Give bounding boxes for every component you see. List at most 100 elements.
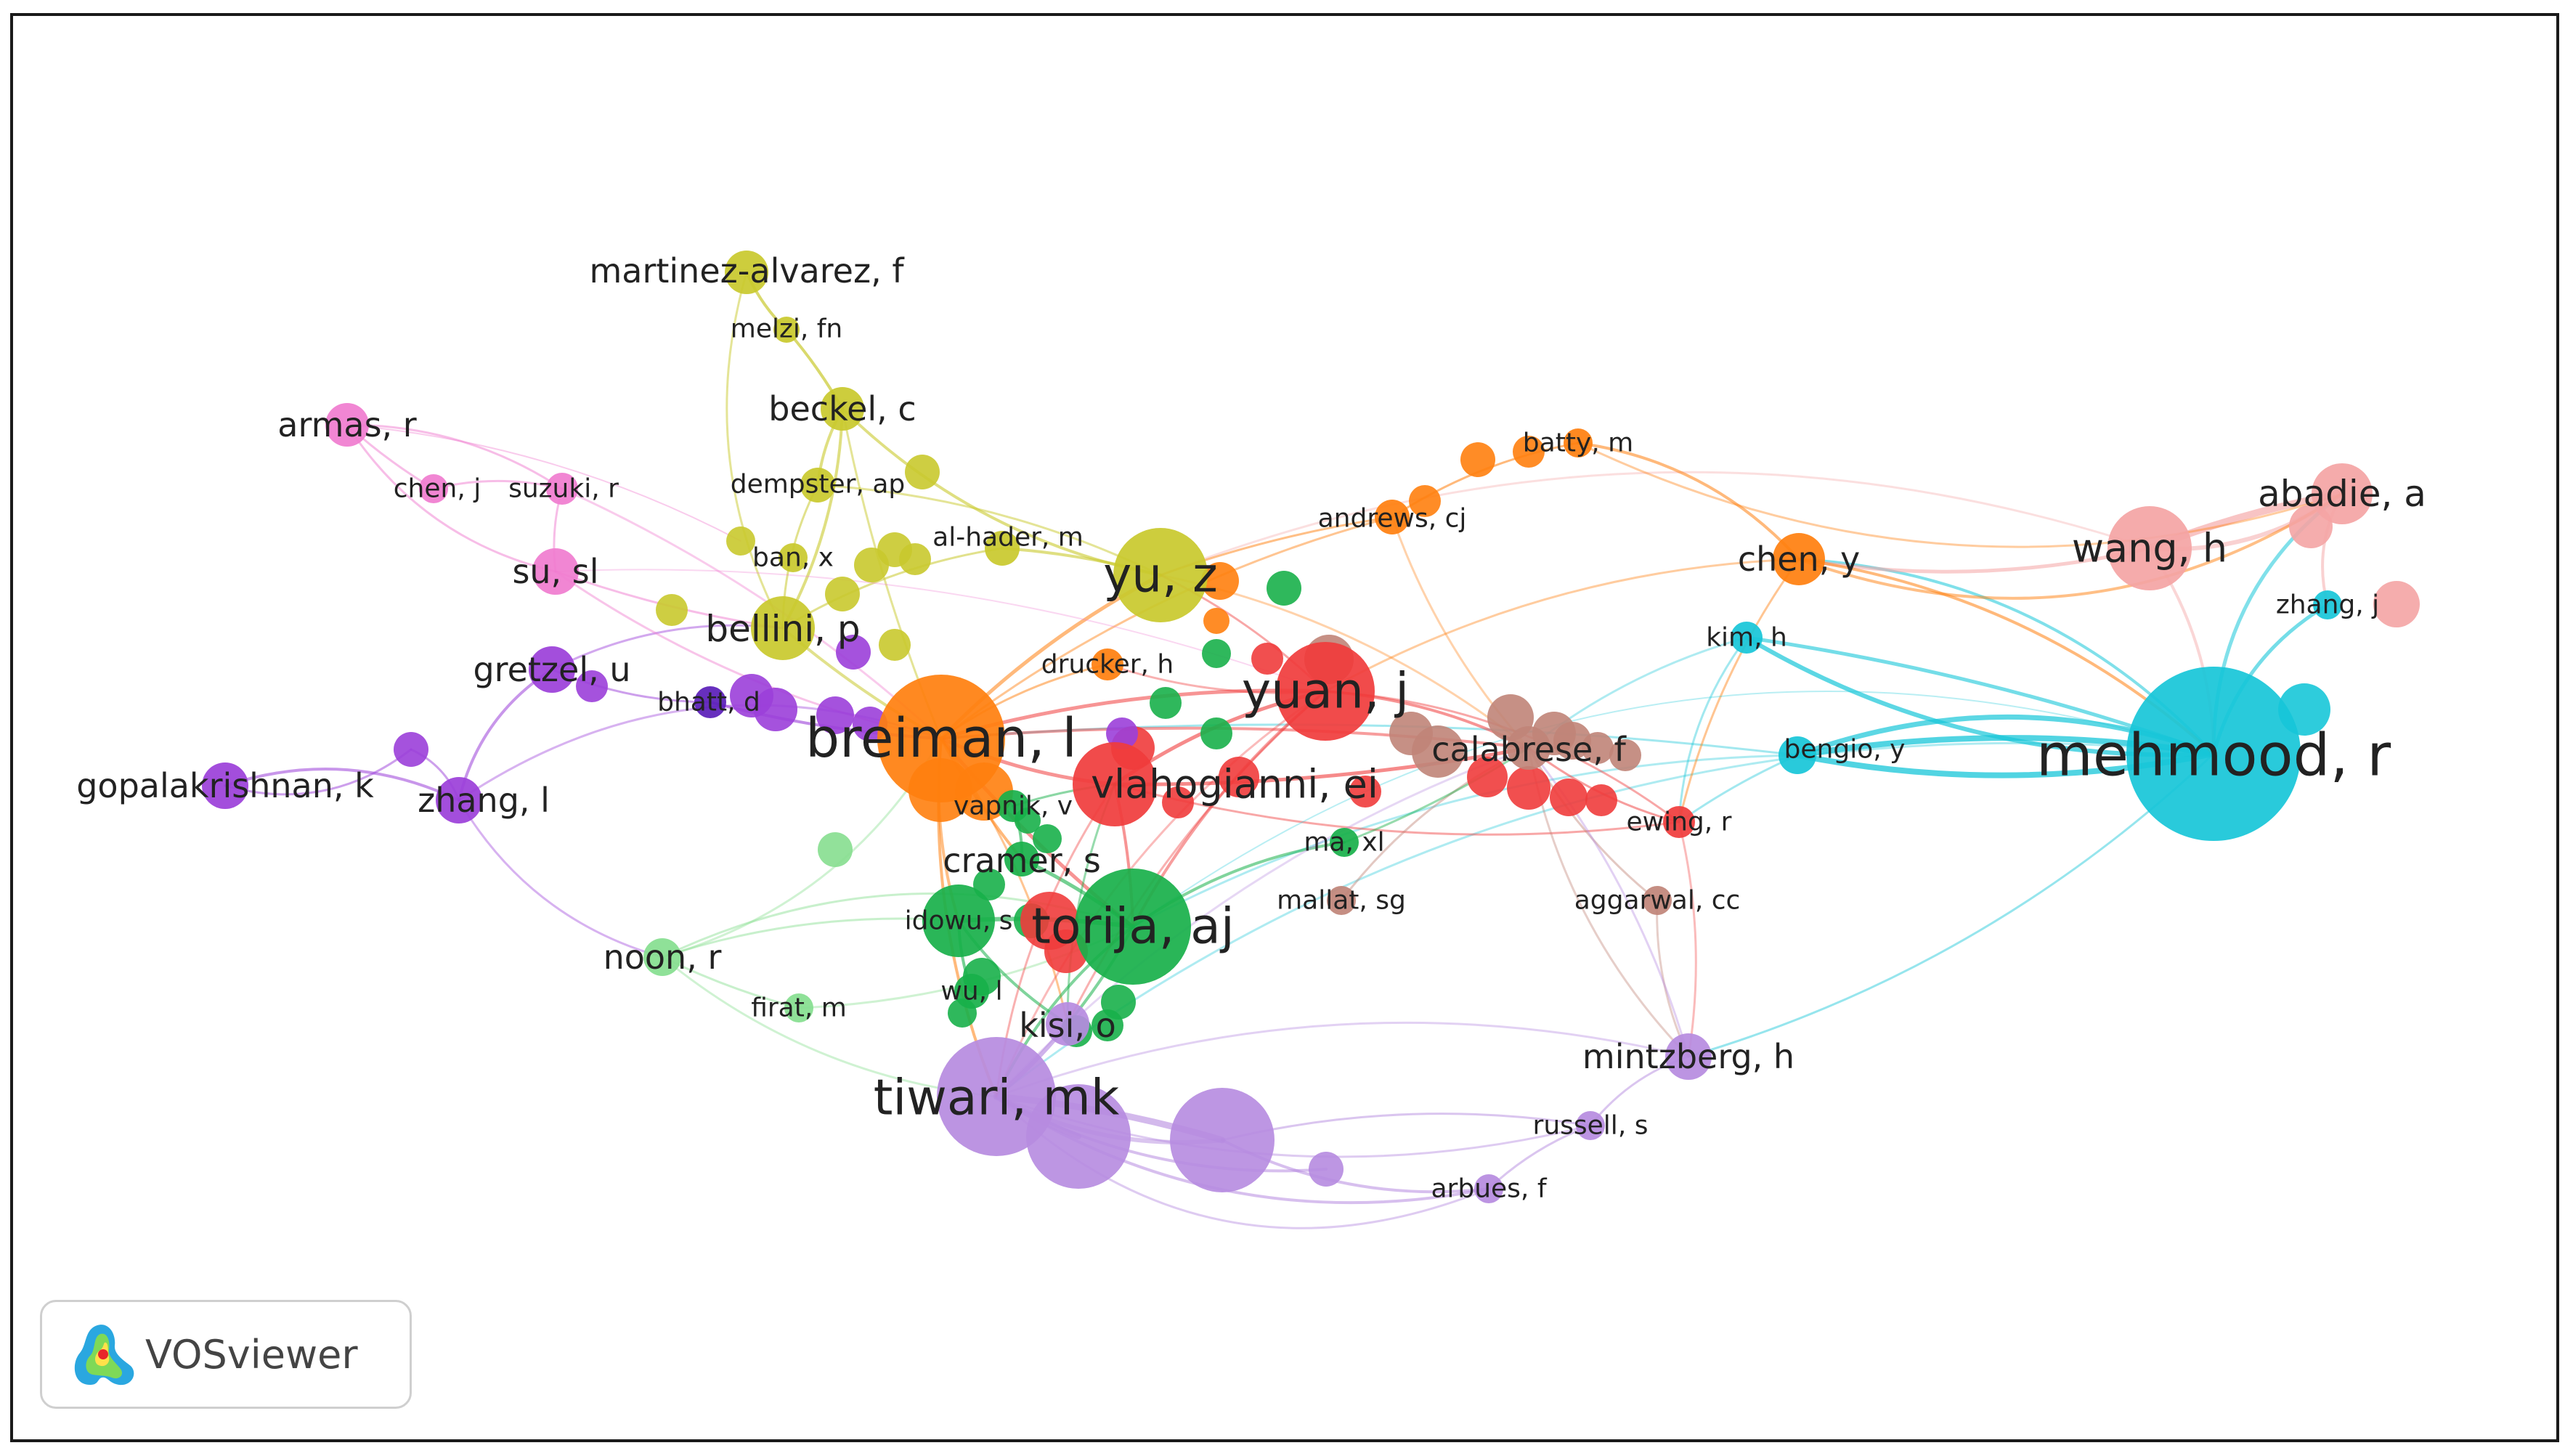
network-node-arbues[interactable] <box>1474 1174 1503 1203</box>
network-node[interactable] <box>754 688 797 731</box>
network-node-dempster[interactable] <box>800 468 835 503</box>
network-node[interactable] <box>1202 639 1231 668</box>
network-node-maxl[interactable] <box>1330 828 1359 857</box>
network-node[interactable] <box>1507 766 1550 810</box>
network-node[interactable] <box>1582 732 1614 764</box>
network-node-vapnik[interactable] <box>997 790 1029 822</box>
network-node[interactable] <box>576 670 608 702</box>
network-node[interactable] <box>1609 739 1641 771</box>
network-node-tiwari[interactable] <box>937 1037 1056 1156</box>
network-node-martinez[interactable] <box>725 251 768 294</box>
network-node-kisi[interactable] <box>1046 1002 1089 1046</box>
network-node-bhatt[interactable] <box>694 686 726 718</box>
network-node[interactable] <box>825 577 860 611</box>
network-node-chenj[interactable] <box>419 474 448 503</box>
node-label-mallat: mallat, sg <box>1277 886 1406 916</box>
network-node[interactable] <box>1409 485 1441 517</box>
network-node-wul[interactable] <box>954 974 989 1009</box>
network-node-firat[interactable] <box>784 993 813 1022</box>
network-node[interactable] <box>1467 757 1508 797</box>
network-node-mallat[interactable] <box>1327 886 1356 915</box>
network-node[interactable] <box>1251 643 1283 675</box>
network-node[interactable] <box>1460 442 1495 477</box>
network-node[interactable] <box>1389 712 1433 755</box>
network-node[interactable] <box>854 548 889 582</box>
network-node-kimh[interactable] <box>1731 622 1763 654</box>
network-node-yuz[interactable] <box>1113 528 1208 622</box>
network-node-russell[interactable] <box>1576 1111 1605 1140</box>
network-node-suzuki[interactable] <box>546 473 578 505</box>
network-node[interactable] <box>1106 717 1138 749</box>
network-node-chenyy[interactable] <box>1773 533 1825 585</box>
network-node[interactable] <box>1309 1152 1344 1187</box>
network-node-vlaho[interactable] <box>1073 742 1157 826</box>
network-node[interactable] <box>1201 562 1239 600</box>
network-node[interactable] <box>816 696 854 734</box>
network-edge <box>1324 558 1800 693</box>
node-label-yuz: yu, z <box>1103 548 1218 603</box>
network-node[interactable] <box>1162 786 1194 818</box>
network-node-gretzel[interactable] <box>529 646 575 693</box>
network-node-ban[interactable] <box>779 543 808 572</box>
network-node[interactable] <box>879 629 911 661</box>
network-node-cramer[interactable] <box>1004 842 1039 877</box>
network-node-yuanj[interactable] <box>1276 642 1375 741</box>
network-node[interactable] <box>1101 985 1136 1020</box>
network-node[interactable] <box>1513 436 1545 468</box>
network-node[interactable] <box>1033 824 1062 853</box>
network-node-bellini[interactable] <box>751 596 815 660</box>
network-node[interactable] <box>1267 571 1301 606</box>
network-node-mintzberg[interactable] <box>1665 1033 1712 1080</box>
network-node[interactable] <box>1150 687 1182 719</box>
network-edge <box>841 407 1162 577</box>
network-node[interactable] <box>1585 784 1617 816</box>
network-node-aggarwal[interactable] <box>1643 886 1672 915</box>
network-node-gopal[interactable] <box>202 762 248 809</box>
network-node[interactable] <box>1203 608 1229 634</box>
node-label-vapnik: vapnik, v <box>954 792 1073 821</box>
network-node-mehmood[interactable] <box>2126 667 2301 841</box>
node-label-zhangj: zhang, j <box>2276 590 2379 620</box>
network-node[interactable] <box>1219 757 1259 797</box>
network-node-melzi[interactable] <box>773 317 800 343</box>
network-node-armas[interactable] <box>325 403 369 447</box>
network-node-andrews[interactable] <box>1375 500 1410 534</box>
network-node-zhangj[interactable] <box>2313 590 2342 619</box>
network-node-noon[interactable] <box>643 938 681 976</box>
network-node-batty[interactable] <box>1564 428 1593 457</box>
network-edge <box>1132 690 2214 927</box>
network-node[interactable] <box>1170 1088 1275 1192</box>
network-node-bengio[interactable] <box>1779 736 1816 774</box>
network-node[interactable] <box>905 455 940 489</box>
node-label-noon: noon, r <box>603 938 722 977</box>
network-node[interactable] <box>1349 776 1381 808</box>
network-node[interactable] <box>2373 581 2420 627</box>
network-node-idowu[interactable] <box>922 884 995 957</box>
network-edge <box>561 487 943 740</box>
network-node-alhader[interactable] <box>985 531 1020 566</box>
network-node-zhangl[interactable] <box>436 777 482 823</box>
network-node[interactable] <box>726 526 755 556</box>
network-node[interactable] <box>1550 778 1588 816</box>
network-node-calabrese[interactable] <box>1507 726 1550 770</box>
node-label-chenj: chen, j <box>394 474 481 504</box>
network-node-drucker[interactable] <box>1092 648 1123 680</box>
node-label-calabrese: calabrese, f <box>1431 730 1627 769</box>
network-node-wangh[interactable] <box>2107 506 2192 590</box>
network-edge <box>1131 754 1799 928</box>
node-label-drucker: drucker, h <box>1041 650 1174 680</box>
network-node[interactable] <box>836 635 871 670</box>
network-node[interactable] <box>394 732 428 767</box>
network-node-ewing[interactable] <box>1663 806 1695 838</box>
network-node[interactable] <box>1200 717 1232 749</box>
network-node-beckel[interactable] <box>821 387 864 431</box>
network-node[interactable] <box>1553 722 1591 760</box>
network-node-breiman[interactable] <box>877 675 1005 802</box>
network-node-abadie[interactable] <box>2312 463 2373 524</box>
network-node-torija[interactable] <box>1075 869 1191 985</box>
network-node[interactable] <box>899 543 931 575</box>
network-node[interactable] <box>818 832 853 867</box>
network-node-susl[interactable] <box>532 548 579 595</box>
network-node[interactable] <box>656 594 688 626</box>
